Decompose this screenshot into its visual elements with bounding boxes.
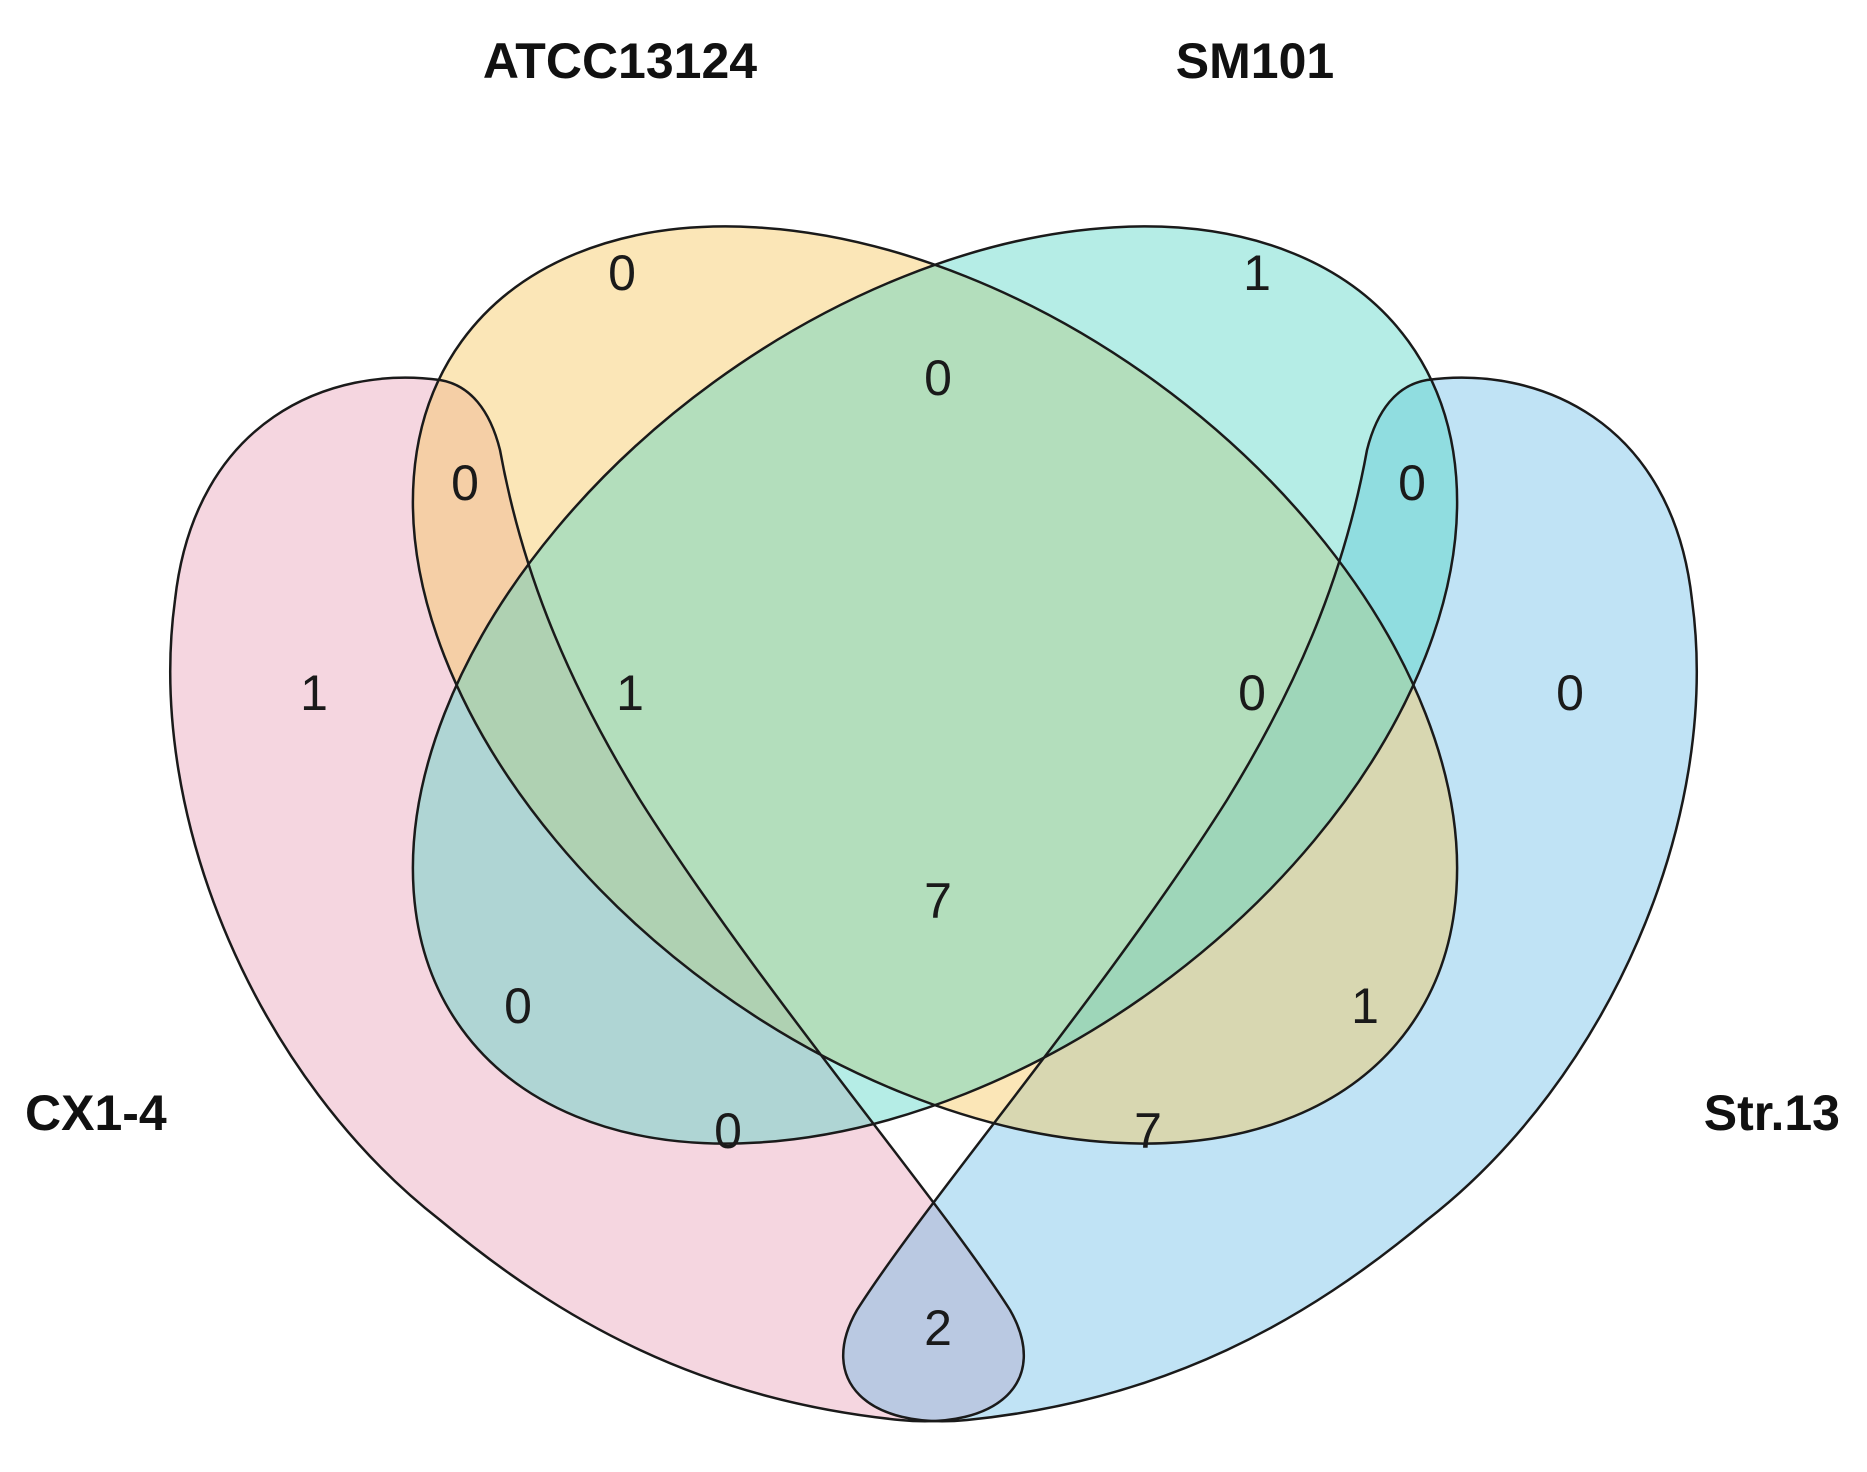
- set-sm101-outline: [411, 225, 1459, 1145]
- set-label-cx1-4: CX1-4: [25, 1085, 167, 1141]
- set-label-str13: Str.13: [1704, 1085, 1840, 1141]
- count-cx-str: 2: [924, 1300, 952, 1356]
- region-counts: 0 1 1 0 0 0 0 1 0 7 0 1 0 7 2: [300, 245, 1584, 1356]
- set-atcc13124-outline: [411, 225, 1459, 1145]
- count-atcc-sm: 0: [924, 350, 952, 406]
- count-cx-sm: 0: [504, 978, 532, 1034]
- set-atcc13124-region: [412, 226, 1458, 1144]
- count-sm-only: 1: [1243, 245, 1271, 301]
- count-cx-sm-str: 0: [714, 1103, 742, 1159]
- count-atcc-sm-str: 0: [1238, 665, 1266, 721]
- count-atcc-only: 0: [608, 245, 636, 301]
- count-str-only: 0: [1556, 665, 1584, 721]
- set-label-atcc13124: ATCC13124: [483, 33, 757, 89]
- count-atcc-str: 1: [1351, 978, 1379, 1034]
- set-label-sm101: SM101: [1176, 33, 1334, 89]
- set-sm101-region: [412, 226, 1458, 1144]
- count-cx-atcc: 0: [451, 455, 479, 511]
- count-sm-str: 0: [1398, 455, 1426, 511]
- count-all: 7: [924, 873, 952, 929]
- count-cx-atcc-str: 7: [1134, 1103, 1162, 1159]
- count-cx-atcc-sm: 1: [616, 665, 644, 721]
- count-cx-only: 1: [300, 665, 328, 721]
